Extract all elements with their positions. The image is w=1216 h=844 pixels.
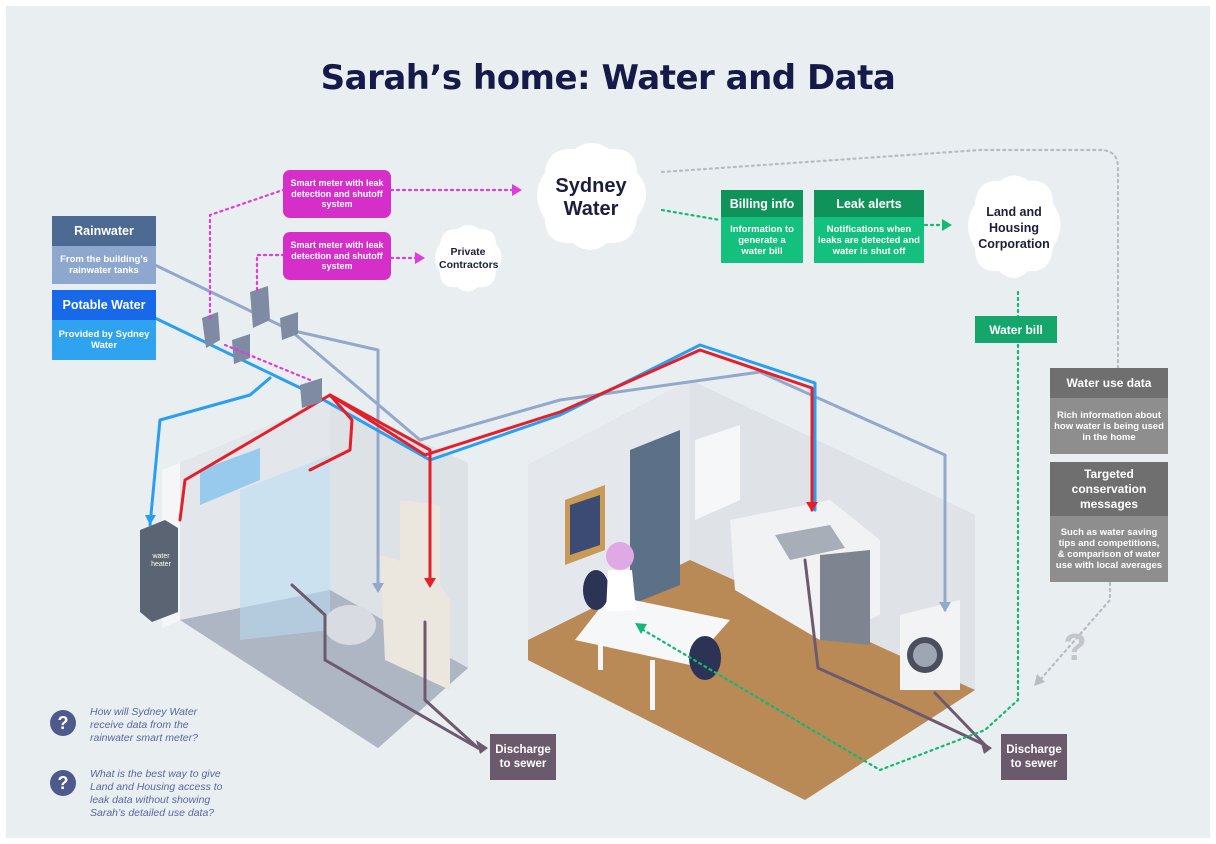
sewer-right: Discharge to sewer: [1001, 734, 1067, 780]
water-use-data-header: Water use data: [1050, 368, 1168, 398]
hot-pipe-shower: [308, 393, 354, 472]
leak-alerts-header: Leak alerts: [814, 190, 924, 217]
page-title: Sarah’s home: Water and Data: [320, 58, 896, 98]
conservation-desc: Such as water saving tips and competitio…: [1050, 516, 1168, 582]
bathroom-mirror-cabinet: [400, 500, 440, 600]
toilet: [324, 605, 376, 645]
question-text-2: What is the best way to give Land and Ho…: [90, 768, 223, 819]
land-housing-label: Land and Housing Corporation: [978, 205, 1050, 251]
cloud-shape: [435, 225, 502, 292]
unknown-flow-mark: ?: [1063, 627, 1087, 669]
kitchen-illustration: [528, 380, 975, 800]
private-contractors-label: Private Contractors: [439, 246, 499, 271]
billing-info-desc: Information to generate a water bill: [721, 217, 803, 263]
waste-pipe-kitchen: [803, 558, 987, 747]
cloud-shape: [537, 143, 646, 250]
sarah-figure: [606, 542, 634, 570]
meter-boxes: [202, 286, 322, 408]
chair-left: [583, 570, 609, 610]
waste-pipe-bath: [290, 583, 480, 750]
question-text-1: How will Sydney Water receive data from …: [90, 706, 198, 744]
water-bill-label: Water bill: [975, 316, 1057, 343]
billing-info-header: Billing info: [721, 190, 803, 217]
potable-desc: Provided by Sydney Water: [52, 320, 156, 360]
water-heater-shape: [140, 520, 178, 622]
oven: [820, 550, 870, 645]
sydney-water-cloud: Sydney Water: [525, 135, 657, 260]
private-contractors-cloud: Private Contractors: [428, 220, 508, 298]
smart-meter-rain-label: Smart meter with leak detection and shut…: [283, 232, 391, 280]
rain-pipe-kitchen: [288, 328, 947, 612]
cold-pipe-heater: [148, 376, 272, 527]
bathroom-window: [200, 448, 260, 505]
rain-pipe: [153, 263, 380, 592]
smart-meter-potable-label: Smart meter with leak detection and shut…: [283, 170, 391, 218]
water-use-data-desc: Rich information about how water is bein…: [1050, 398, 1168, 454]
land-housing-cloud: Land and Housing Corporation: [958, 168, 1070, 288]
potable-header: Potable Water: [52, 290, 156, 320]
waste-pipe-vanity: [423, 620, 480, 750]
water-heater-label: water heater: [151, 553, 171, 568]
data-flows: [208, 148, 1120, 772]
conservation-header: Targeted conservation messages: [1050, 462, 1168, 516]
leak-alerts-desc: Notifications when leaks are detected an…: [814, 217, 924, 263]
bathroom-illustration: [162, 400, 468, 748]
kitchen-door: [630, 430, 680, 605]
rainwater-desc: From the building’s rainwater tanks: [52, 246, 156, 284]
sewer-left: Discharge to sewer: [490, 734, 556, 780]
question-icon-2: ?: [50, 770, 76, 796]
fridge: [695, 425, 740, 520]
cloud-shape: [968, 175, 1061, 278]
waste-pipe-laundry: [933, 691, 987, 747]
question-icon-1: ?: [50, 710, 76, 736]
shower-screen: [240, 455, 330, 640]
hot-pipe-basin: [328, 393, 432, 587]
sydney-water-label: Sydney Water: [555, 174, 627, 220]
chair-right: [689, 636, 721, 680]
rainwater-header: Rainwater: [52, 216, 156, 246]
data-arrowheads: [415, 184, 1045, 686]
kitchen-sink: [775, 525, 845, 560]
hot-pipe: [178, 348, 814, 522]
